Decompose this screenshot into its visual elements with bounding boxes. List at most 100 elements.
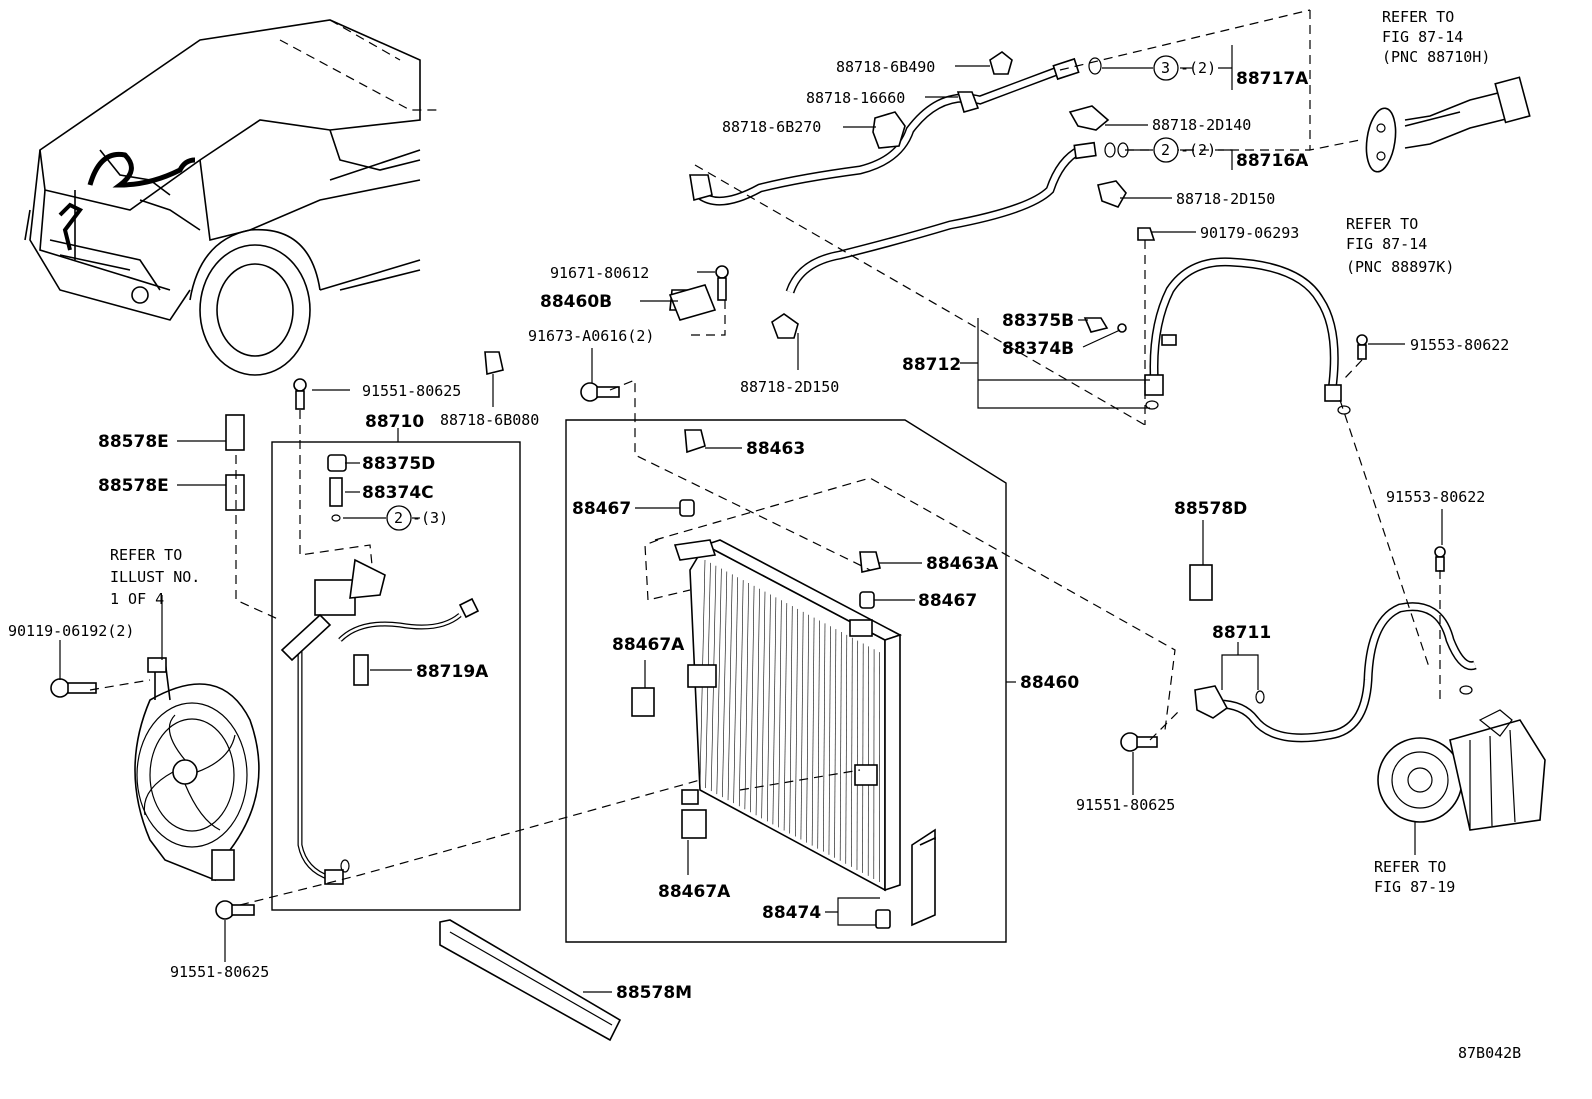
part-label: 88719A — [416, 662, 489, 682]
part-label: 88460 — [1020, 673, 1079, 693]
part-label: 88718-2D140 — [1152, 116, 1251, 134]
part-label: 88711 — [1212, 623, 1271, 643]
condenser-fin-line — [856, 640, 859, 870]
condenser-fin-line — [851, 637, 853, 867]
condenser-fin-line — [772, 597, 777, 825]
condenser-fin-line — [806, 614, 809, 843]
figure-code: 87B042B — [1458, 1044, 1521, 1062]
part-label: 88460B — [540, 292, 612, 312]
condenser-fin-line — [845, 634, 848, 864]
vehicle-illustration — [24, 19, 440, 376]
condenser-fin-line — [789, 606, 793, 834]
part-label: 91671-80612 — [550, 264, 649, 282]
circle-number: 2 — [394, 509, 403, 527]
discharge-hose-88717A — [689, 57, 1102, 206]
ref-note-line: REFER TO — [1382, 8, 1454, 26]
part-label: 88375D — [362, 454, 435, 474]
part-label: 88712 — [902, 355, 961, 375]
condenser-fin-line — [817, 620, 820, 849]
ref-note-line: FIG 87-19 — [1374, 878, 1455, 896]
pipe-flange-block — [1309, 10, 1531, 173]
part-label: 90119-06192(2) — [8, 622, 134, 640]
condenser-fin-line — [738, 580, 744, 807]
condenser-fin-line — [716, 568, 722, 795]
part-label: 88467 — [572, 499, 631, 519]
part-label: 88374B — [1002, 339, 1074, 359]
ref-note-line: 1 OF 4 — [110, 590, 164, 608]
part-label: 91551-80625 — [362, 382, 461, 400]
part-label: 88717A — [1236, 69, 1309, 89]
part-label: 88467A — [658, 882, 731, 902]
condenser-fin-line — [755, 588, 760, 816]
condenser-fin-line — [727, 574, 733, 801]
circle-number: 2 — [1161, 141, 1170, 159]
part-label: 91551-80625 — [170, 963, 269, 981]
cooling-fan-assembly — [134, 657, 260, 882]
leader-lines — [59, 45, 1443, 993]
circle-number: 3 — [1161, 59, 1170, 77]
condenser-fin-line — [834, 629, 837, 858]
circle-marker — [386, 505, 412, 531]
part-qty-label: -(2) — [1180, 141, 1216, 159]
part-label: 91553-80622 — [1386, 488, 1485, 506]
condenser-fin-line — [795, 608, 799, 837]
condenser-fin-line — [828, 626, 831, 855]
compressor — [1377, 709, 1546, 831]
reference-notes: REFER TO FIG 87-14 (PNC 88710H) REFER TO… — [110, 8, 1490, 896]
discharge-line-88710-box — [271, 441, 521, 911]
part-label: 88463A — [926, 554, 999, 574]
part-label: 88463 — [746, 439, 805, 459]
condenser-fin-line — [811, 617, 815, 846]
circled-quantity-markers: 3 2 2 — [386, 55, 1179, 531]
condenser-fin-line — [800, 611, 804, 840]
condenser-fin-line — [862, 643, 864, 873]
part-label: 88578M — [616, 983, 692, 1003]
suction-hose-88716A — [785, 141, 1129, 294]
part-label: 88474 — [762, 903, 821, 923]
condenser-fin-line — [744, 583, 749, 810]
part-label: 88578D — [1174, 499, 1247, 519]
misc-parts — [50, 265, 1473, 1042]
part-labels: 88718-6B490 88718-16660 88718-6B270 -(2)… — [8, 58, 1521, 1062]
part-label: 88578E — [98, 476, 169, 496]
part-label: 88375B — [1002, 311, 1074, 331]
ref-note-line: REFER TO — [1374, 858, 1446, 876]
ref-note-line: REFER TO — [1346, 215, 1418, 233]
condenser-fin-line — [766, 594, 771, 822]
part-label: 88718-6B490 — [836, 58, 935, 76]
part-label: 88718-2D150 — [740, 378, 839, 396]
condenser-fin-line — [733, 577, 739, 804]
part-label: 91673-A0616(2) — [528, 327, 654, 345]
condenser-fin-line — [750, 585, 755, 813]
part-label: 88467A — [612, 635, 685, 655]
part-label: 88718-6B080 — [440, 411, 539, 429]
part-label: 90179-06293 — [1200, 224, 1299, 242]
ref-note-line: REFER TO — [110, 546, 182, 564]
part-label: 91553-80622 — [1410, 336, 1509, 354]
condenser-fin-line — [823, 623, 826, 852]
ref-note-line: FIG 87-14 — [1382, 28, 1463, 46]
ref-note-line: (PNC 88897K) — [1346, 258, 1454, 276]
ref-note-line: FIG 87-14 — [1346, 235, 1427, 253]
part-label: 88718-16660 — [806, 89, 905, 107]
ref-note-line: (PNC 88710H) — [1382, 48, 1490, 66]
part-qty-label: -(2) — [1180, 59, 1216, 77]
condenser-88460-box — [565, 419, 1007, 943]
condenser-fin-line — [839, 631, 842, 861]
part-label: 88374C — [362, 483, 434, 503]
part-label: 88710 — [365, 412, 424, 432]
circle-marker — [1153, 55, 1179, 81]
condenser-fin-line — [778, 600, 782, 828]
ref-note-line: ILLUST NO. — [110, 568, 200, 586]
part-label: 88467 — [918, 591, 977, 611]
condenser-fin-line — [761, 591, 766, 819]
part-label: 88716A — [1236, 151, 1309, 171]
hose-88711 — [1194, 602, 1477, 743]
part-label: 88718-2D150 — [1176, 190, 1275, 208]
part-label: 88718-6B270 — [722, 118, 821, 136]
part-qty-label: -(3) — [412, 509, 448, 527]
condenser-fin-line — [722, 571, 728, 798]
hose-88712 — [1144, 257, 1342, 402]
circle-marker — [1153, 137, 1179, 163]
